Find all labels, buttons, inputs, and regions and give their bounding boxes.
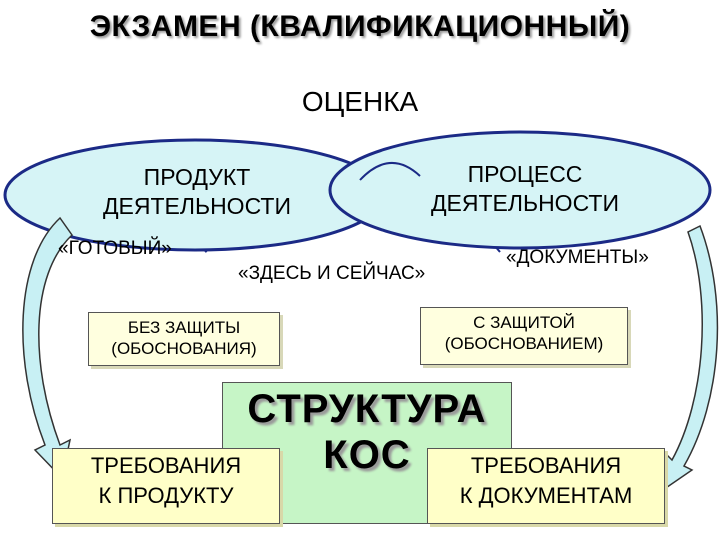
- req-documents-line1: ТРЕБОВАНИЯ: [470, 453, 622, 478]
- req-product-line2: К ПРОДУКТУ: [98, 483, 234, 508]
- page-title: ЭКЗАМЕН (КВАЛИФИКАЦИОННЫЙ): [89, 10, 631, 43]
- label-documents: «ДОКУМЕНТЫ»: [506, 247, 649, 268]
- structure-title: СТРУКТУРА КОС: [222, 386, 512, 478]
- box-with-line1: С ЗАЩИТОЙ: [473, 313, 575, 332]
- ellipse-product-line2: ДЕЯТЕЛЬНОСТИ: [102, 193, 292, 219]
- arrow-right-curve: [659, 224, 719, 494]
- evaluation-label: ОЦЕНКА: [301, 86, 419, 117]
- structure-line2: КОС: [323, 433, 411, 477]
- box-without-line1: БЕЗ ЗАЩИТЫ: [127, 318, 241, 337]
- box-with-line2: (ОБОСНОВАНИЕМ): [444, 334, 604, 353]
- ellipse-process: [328, 130, 712, 250]
- requirements-product-box: ТРЕБОВАНИЯ К ПРОДУКТУ: [52, 448, 280, 524]
- ellipse-product-text: ПРОДУКТ ДЕЯТЕЛЬНОСТИ: [52, 163, 342, 221]
- box-without-line2: (ОБОСНОВАНИЯ): [111, 339, 257, 358]
- ellipse-process-text: ПРОЦЕСС ДЕЯТЕЛЬНОСТИ: [380, 160, 670, 218]
- req-product-line1: ТРЕБОВАНИЯ: [90, 453, 242, 478]
- box-without-protection: БЕЗ ЗАЩИТЫ (ОБОСНОВАНИЯ): [88, 312, 280, 366]
- structure-line1: СТРУКТУРА: [247, 387, 487, 431]
- box-with-protection: С ЗАЩИТОЙ (ОБОСНОВАНИЕМ): [420, 307, 628, 365]
- ellipse-product-line1: ПРОДУКТ: [143, 164, 251, 190]
- label-ready: «ГОТОВЫЙ»: [58, 238, 172, 259]
- ellipse-process-line1: ПРОЦЕСС: [467, 161, 583, 187]
- ellipse-process-line2: ДЕЯТЕЛЬНОСТИ: [430, 190, 620, 216]
- label-here-now: «ЗДЕСЬ И СЕЙЧАС»: [238, 263, 426, 284]
- req-documents-line2: К ДОКУМЕНТАМ: [459, 483, 633, 508]
- ellipse-overlap: [359, 161, 421, 181]
- requirements-documents-box: ТРЕБОВАНИЯ К ДОКУМЕНТАМ: [427, 448, 665, 524]
